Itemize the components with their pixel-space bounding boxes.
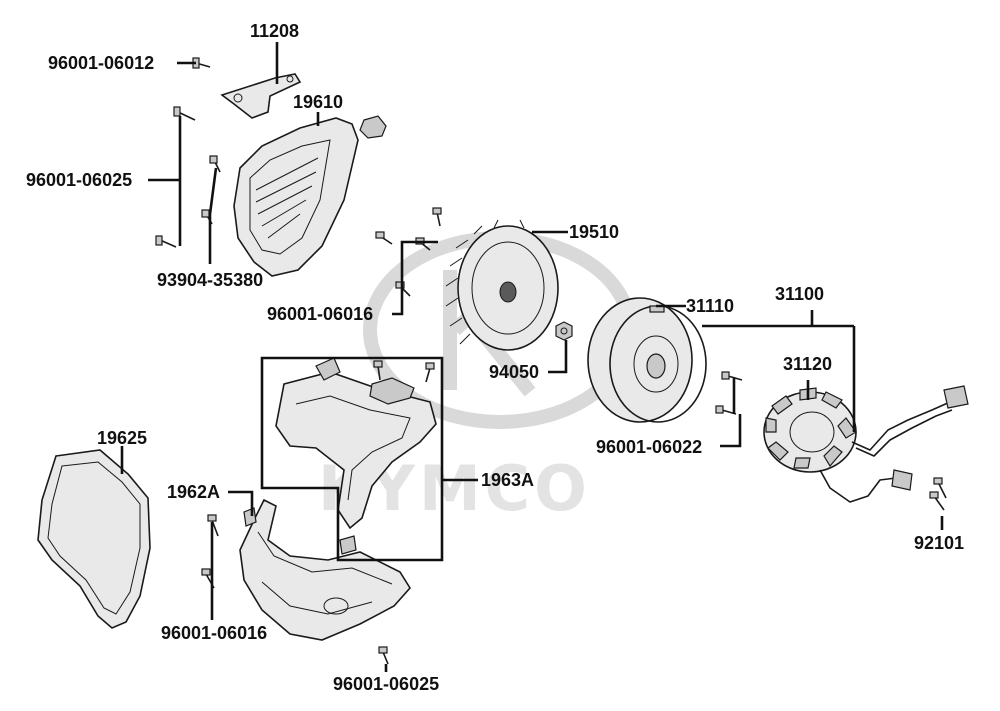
shroud-upper-part	[275, 357, 437, 555]
nut-part	[555, 321, 573, 341]
part-number-96001-06025-upper: 96001-06025	[26, 170, 133, 190]
flywheel-part	[587, 297, 707, 423]
part-number-19510: 19510	[569, 222, 620, 242]
part-number-31120: 31120	[783, 354, 833, 374]
part-number-19625: 19625	[97, 428, 148, 448]
assembly-callout-box	[260, 356, 444, 562]
part-number-94050: 94050	[489, 362, 540, 382]
part-number-96001-06022: 96001-06022	[596, 437, 703, 457]
part-number-1962A: 1962A	[167, 482, 221, 502]
part-number-96001-06016-upper: 96001-06016	[267, 304, 374, 324]
part-number-31110: 31110	[686, 296, 735, 316]
part-number-96001-06016-lower: 96001-06016	[161, 623, 268, 643]
part-number-96001-06025-lower: 96001-06025	[333, 674, 440, 694]
gasket-part	[37, 449, 151, 629]
part-number-96001-06012: 96001-06012	[48, 53, 155, 73]
cooling-fan-part	[445, 219, 559, 351]
fan-cover-part	[233, 115, 387, 277]
part-number-11208: 11208	[250, 21, 300, 41]
part-number-93904-35380: 93904-35380	[157, 270, 264, 290]
part-number-31100: 31100	[775, 284, 825, 304]
bracket-part	[220, 73, 302, 119]
part-number-92101: 92101	[914, 533, 965, 553]
leader-lines	[120, 42, 944, 672]
part-number-1963A: 1963A	[481, 470, 535, 490]
part-number-19610: 19610	[293, 92, 344, 112]
stator-part	[763, 385, 969, 503]
